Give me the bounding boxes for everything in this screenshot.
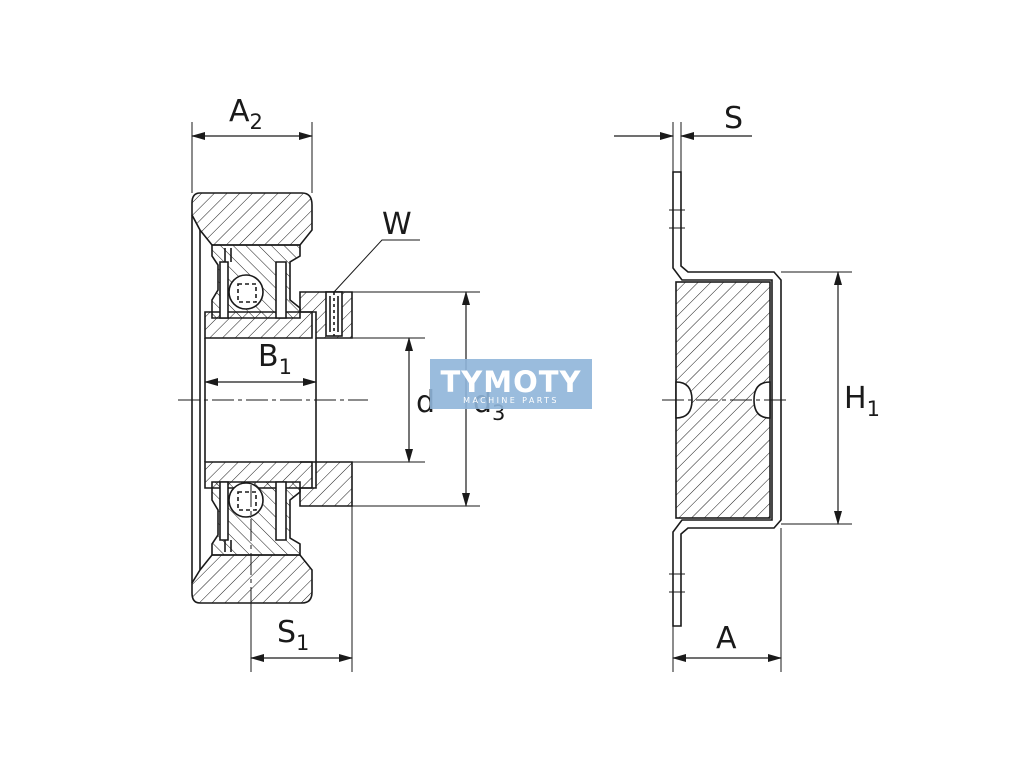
watermark-brand: TYMOTY bbox=[440, 365, 581, 399]
watermark-tagline: MACHINE PARTS bbox=[463, 396, 559, 405]
label-h1: H1 bbox=[844, 381, 880, 421]
bracket-side-view bbox=[614, 122, 852, 672]
bearing-section-view bbox=[178, 122, 480, 672]
label-b1: B1 bbox=[258, 339, 292, 379]
label-a: A bbox=[716, 621, 737, 656]
watermark-logo: TYMOTY MACHINE PARTS bbox=[430, 359, 592, 409]
ball-top bbox=[228, 274, 264, 310]
bracket-sheet bbox=[672, 171, 782, 627]
outer-tyre-top bbox=[191, 192, 313, 246]
collar-bottom bbox=[299, 461, 353, 507]
outer-tyre-bottom bbox=[191, 554, 313, 604]
label-s1: S1 bbox=[277, 615, 309, 655]
ball-bottom bbox=[228, 482, 264, 518]
label-s: S bbox=[724, 101, 743, 136]
label-a2: A2 bbox=[229, 94, 263, 134]
label-w: W bbox=[382, 207, 412, 242]
